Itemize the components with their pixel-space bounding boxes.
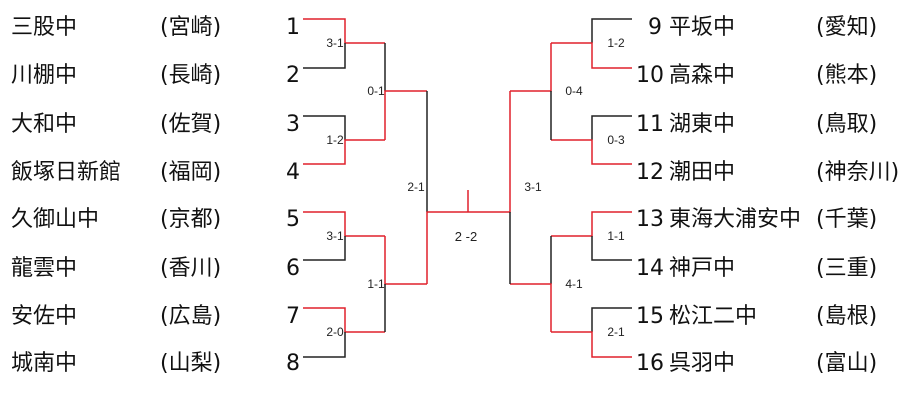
match-score: 2-0 [326, 325, 344, 339]
match-score: 2-1 [407, 180, 425, 194]
team-name: 高森中 [669, 63, 736, 88]
team-prefecture: (山梨) [160, 351, 222, 376]
bracket-line [303, 18, 385, 44]
team-prefecture: (宮崎) [160, 15, 222, 40]
match-score: 1-2 [326, 133, 344, 147]
match-score: 2-1 [607, 325, 625, 339]
bracket-line [303, 211, 385, 237]
team-name: 湖東中 [669, 112, 736, 137]
team-prefecture: (京都) [160, 207, 222, 232]
match-score: 0-4 [565, 84, 583, 98]
match-score: 1-2 [607, 36, 625, 50]
bracket-line [303, 115, 346, 140]
bracket-line [426, 211, 468, 284]
seed-number: 13 [636, 207, 664, 232]
team-name: 呉羽中 [669, 351, 736, 376]
seed-number: 16 [636, 351, 664, 376]
bracket-line [551, 211, 632, 237]
seed-number: 6 [286, 256, 300, 281]
match-score: 3-1 [524, 180, 542, 194]
seed-number: 5 [286, 207, 300, 232]
team-prefecture: (香川) [160, 256, 222, 281]
final-score: 2 -2 [455, 229, 477, 244]
bracket-line [468, 91, 511, 213]
team-prefecture: (富山) [816, 351, 878, 376]
team-prefecture: (島根) [816, 304, 878, 329]
seed-number: 3 [286, 112, 300, 137]
seed-number: 8 [286, 351, 300, 376]
bracket-line [510, 43, 552, 92]
bracket-line [591, 236, 632, 261]
bracket-line [303, 236, 346, 261]
match-score: 0-3 [607, 133, 625, 147]
team-prefecture: (愛知) [816, 15, 878, 40]
team-prefecture: (佐賀) [160, 112, 222, 137]
bracket-line [551, 42, 632, 69]
team-prefecture: (長崎) [160, 63, 222, 88]
team-name: 龍雲中 [11, 256, 78, 281]
match-score: 1-1 [367, 277, 385, 291]
bracket-line [551, 331, 632, 358]
team-name: 平坂中 [669, 15, 736, 40]
bracket-line [384, 90, 427, 140]
bracket-line [591, 307, 632, 332]
team-prefecture: (三重) [816, 256, 878, 281]
team-prefecture: (熊本) [816, 63, 878, 88]
seed-number: 14 [636, 256, 664, 281]
bracket-line [551, 139, 632, 165]
team-name: 三股中 [11, 15, 78, 40]
team-name: 東海大浦安中 [669, 207, 802, 232]
seed-number: 7 [286, 304, 300, 329]
team-prefecture: (神奈川) [816, 160, 900, 185]
seed-number: 9 [648, 15, 662, 40]
team-name: 城南中 [11, 351, 78, 376]
bracket-line [510, 283, 552, 332]
seed-number: 11 [636, 112, 664, 137]
bracket-line [303, 139, 385, 165]
match-score: 1-1 [607, 229, 625, 243]
team-name: 久御山中 [11, 207, 100, 232]
seed-number: 10 [636, 63, 664, 88]
team-prefecture: (鳥取) [816, 112, 878, 137]
team-prefecture: (福岡) [160, 160, 222, 185]
match-score: 3-1 [326, 36, 344, 50]
bracket-line [384, 236, 427, 285]
seed-number: 4 [286, 160, 300, 185]
team-name: 神戸中 [669, 256, 736, 281]
team-name: 川棚中 [11, 63, 78, 88]
team-prefecture: (千葉) [816, 207, 878, 232]
bracket-line [303, 43, 346, 69]
team-name: 安佐中 [11, 304, 78, 329]
bracket-line [591, 115, 632, 140]
match-score: 0-1 [367, 84, 385, 98]
seed-number: 1 [286, 15, 300, 40]
team-name: 潮田中 [669, 160, 736, 185]
bracket-line [303, 332, 346, 358]
team-prefecture: (広島) [160, 304, 222, 329]
match-score: 4-1 [565, 277, 583, 291]
bracket-line [591, 18, 632, 43]
seed-number: 15 [636, 304, 664, 329]
team-name: 大和中 [11, 112, 78, 137]
bracket-line [303, 307, 385, 333]
seed-number: 12 [636, 160, 664, 185]
team-name: 飯塚日新館 [11, 160, 122, 185]
seed-number: 2 [286, 63, 300, 88]
match-score: 3-1 [326, 229, 344, 243]
team-name: 松江二中 [669, 304, 758, 329]
